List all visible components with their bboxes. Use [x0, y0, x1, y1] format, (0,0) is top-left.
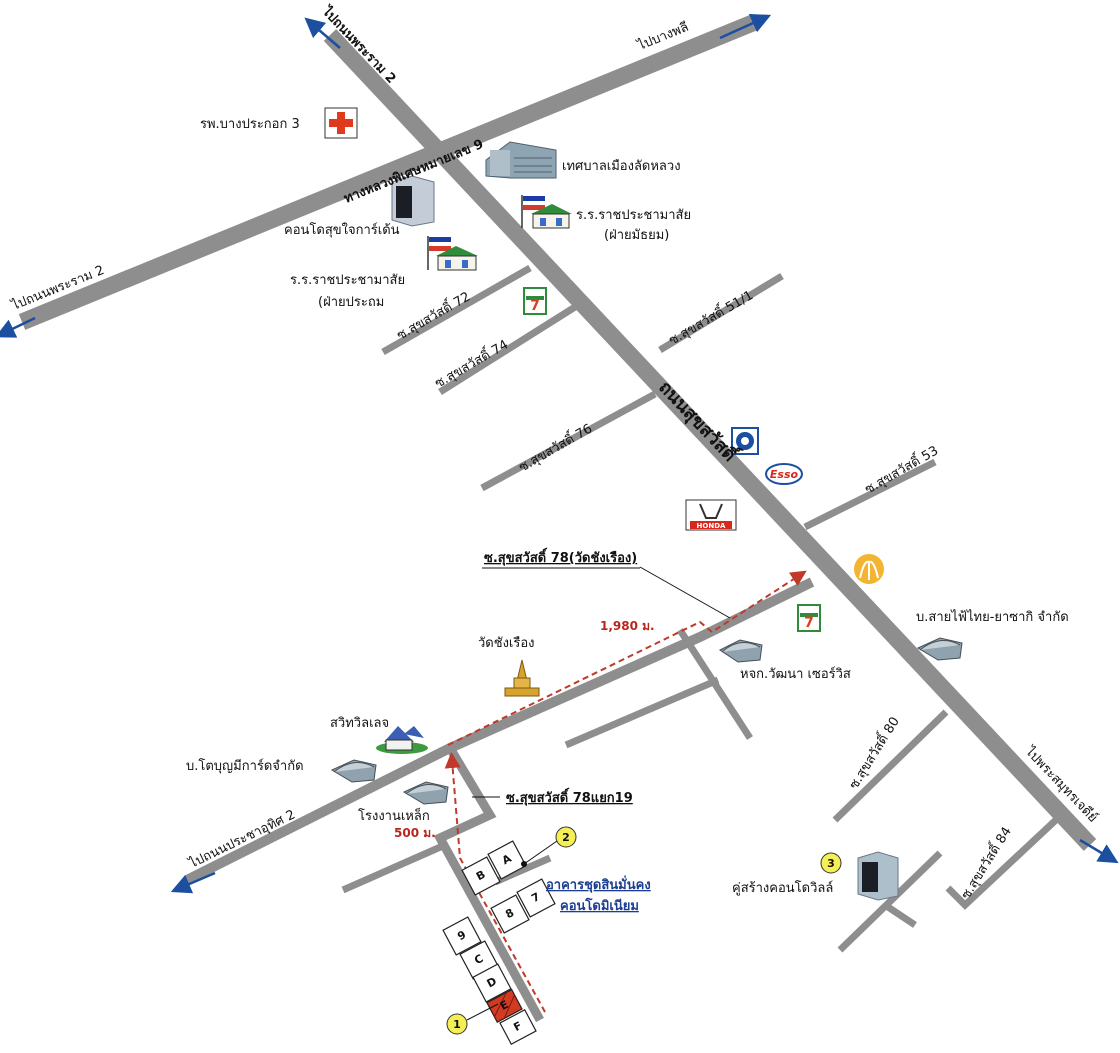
- temple-label: วัดชังเรือง: [478, 635, 535, 651]
- school-primary-sub-label: (ฝ่ายประถม: [318, 295, 384, 310]
- swiss-village-label: สวิทวิลเลจ: [330, 716, 389, 731]
- marker-1[interactable]: 1: [446, 1003, 499, 1035]
- road-rama2: [18, 14, 759, 330]
- marker-3[interactable]: 3: [820, 852, 842, 874]
- competitor-condo-icon: [857, 851, 899, 901]
- soi-74-label: ซ.สุขสวัสดิ์ 74: [431, 335, 511, 392]
- road-soi-84-c: [945, 815, 1061, 910]
- arrow-bangphli: [719, 14, 772, 40]
- leader-soi-78: [639, 566, 731, 619]
- toboon-label: บ.โตบุญมีการ์ดจำกัด: [186, 758, 304, 774]
- school-secondary-label: ร.ร.ราชประชามาสัย: [576, 208, 691, 223]
- condo-tower-icon: [391, 175, 435, 227]
- distance-short-label: 500 ม.: [394, 826, 436, 840]
- project-name-label[interactable]: อาคารชุดสินมั่นคง: [546, 875, 651, 893]
- seven-eleven-icon-2: 7: [797, 604, 821, 632]
- school-primary-label: ร.ร.ราชประชามาสัย: [290, 273, 405, 288]
- road-suksawat: [323, 29, 1097, 851]
- road-network: [18, 14, 1097, 1023]
- honda-logo-icon: HONDA: [685, 499, 737, 531]
- watana-label: หจก.วัฒนา เซอร์วิส: [740, 666, 851, 682]
- plot-b[interactable]: B: [461, 856, 501, 896]
- route-path: [444, 570, 807, 1013]
- road-soi-78-19: [433, 745, 544, 1023]
- arrow-north: [304, 17, 341, 49]
- soi-72-label: ซ.สุขสวัสดิ์ 72: [393, 287, 473, 344]
- warehouse-icon-cable: [916, 637, 963, 661]
- cable-company-label: บ.สายไฟ้ไทย-ยาซากิ จำกัด: [916, 609, 1069, 625]
- competitor-condo-label: คู่สร้างคอนโดวิลล์: [732, 880, 833, 896]
- municipality-building-icon: [485, 141, 557, 179]
- temple-pagoda-icon: [504, 659, 540, 697]
- marker-2[interactable]: 2: [521, 826, 577, 867]
- warehouse-icon-toboon: [330, 759, 377, 783]
- hospital-label: รพ.บางประกอก 3: [200, 117, 300, 132]
- arrow-west: [0, 316, 36, 338]
- esso-logo-icon: Esso: [765, 463, 803, 485]
- project-type-label[interactable]: คอนโดมิเนียม: [560, 897, 639, 914]
- svg-text:HONDA: HONDA: [697, 522, 726, 530]
- road-soi-74: [438, 304, 577, 395]
- distance-main-label: 1,980 ม.: [600, 619, 655, 633]
- school-secondary-sub-label: (ฝ่ายมัธยม): [604, 228, 669, 243]
- svg-text:7: 7: [530, 298, 540, 314]
- soi-51-1-label: ซ.สุขสวัสดิ์ 51/1: [665, 286, 756, 349]
- school-flag-icon-2: [427, 236, 478, 271]
- marker-2-label: 2: [562, 831, 570, 844]
- plot-blocks: A B 7 8 9 C D E: [442, 840, 556, 1045]
- arrow-samut-prakan: [1079, 838, 1119, 864]
- soi-76-label: ซ.สุขสวัสดิ์ 76: [515, 419, 595, 476]
- steel-factory-label: โรงงานเหล็ก: [358, 806, 430, 824]
- bank-gold-logo-icon: [854, 554, 884, 584]
- route-short: [444, 752, 546, 1013]
- marker-1-label: 1: [453, 1018, 461, 1031]
- road-suksawat-label: ถนนสุขสวัสดิ์: [654, 374, 745, 468]
- warehouse-icon-watana: [719, 639, 763, 663]
- condo-garden-label: คอนโดสุขใจการ์เด้น: [284, 222, 400, 238]
- municipality-label: เทศบาลเมืองลัดหลวง: [562, 158, 681, 174]
- road-side-west: [341, 841, 447, 894]
- svg-text:7: 7: [804, 615, 814, 631]
- village-house-icon: [376, 726, 428, 754]
- school-flag-icon: [521, 195, 572, 229]
- road-soi-84-a: [837, 850, 943, 953]
- road-soi-84-b: [883, 902, 917, 928]
- plot-e-selected[interactable]: E: [486, 988, 523, 1023]
- warehouse-icon-steel: [402, 781, 449, 805]
- road-soi-76: [480, 390, 657, 492]
- marker-3-label: 3: [827, 857, 835, 870]
- plot-7[interactable]: 7: [516, 878, 556, 918]
- plot-8[interactable]: 8: [490, 894, 530, 934]
- road-soi-53: [803, 458, 937, 531]
- plot-d[interactable]: D: [472, 963, 512, 1003]
- route-main: [447, 570, 807, 746]
- seven-eleven-icon: 7: [523, 287, 547, 315]
- soi-78-19-label: ซ.สุขสวัสดิ์ 78แยก19: [506, 787, 633, 806]
- plot-f[interactable]: F: [499, 1009, 537, 1045]
- soi-53-label: ซ.สุขสวัสดิ์ 53: [861, 441, 941, 498]
- arrow-prachauthit: [170, 871, 216, 894]
- road-soi-78-branch-b: [564, 676, 720, 749]
- hospital-cross-icon: [324, 107, 358, 139]
- road-soi-72: [381, 264, 532, 356]
- plot-a[interactable]: A: [487, 840, 527, 880]
- direction-prachauthit-label: ไปถนนประชาอุทิศ 2: [186, 806, 298, 872]
- plot-9[interactable]: 9: [442, 916, 482, 956]
- road-soi-51-1: [658, 273, 784, 353]
- svg-text:Esso: Esso: [770, 468, 799, 481]
- road-soi-78: [184, 577, 815, 885]
- direction-arrows: [0, 14, 1119, 894]
- soi-78-label: ซ.สุขสวัสดิ์ 78(วัดชังเรือง): [484, 547, 637, 566]
- bank-logo-icon: [731, 427, 759, 455]
- road-soi-80: [832, 709, 949, 823]
